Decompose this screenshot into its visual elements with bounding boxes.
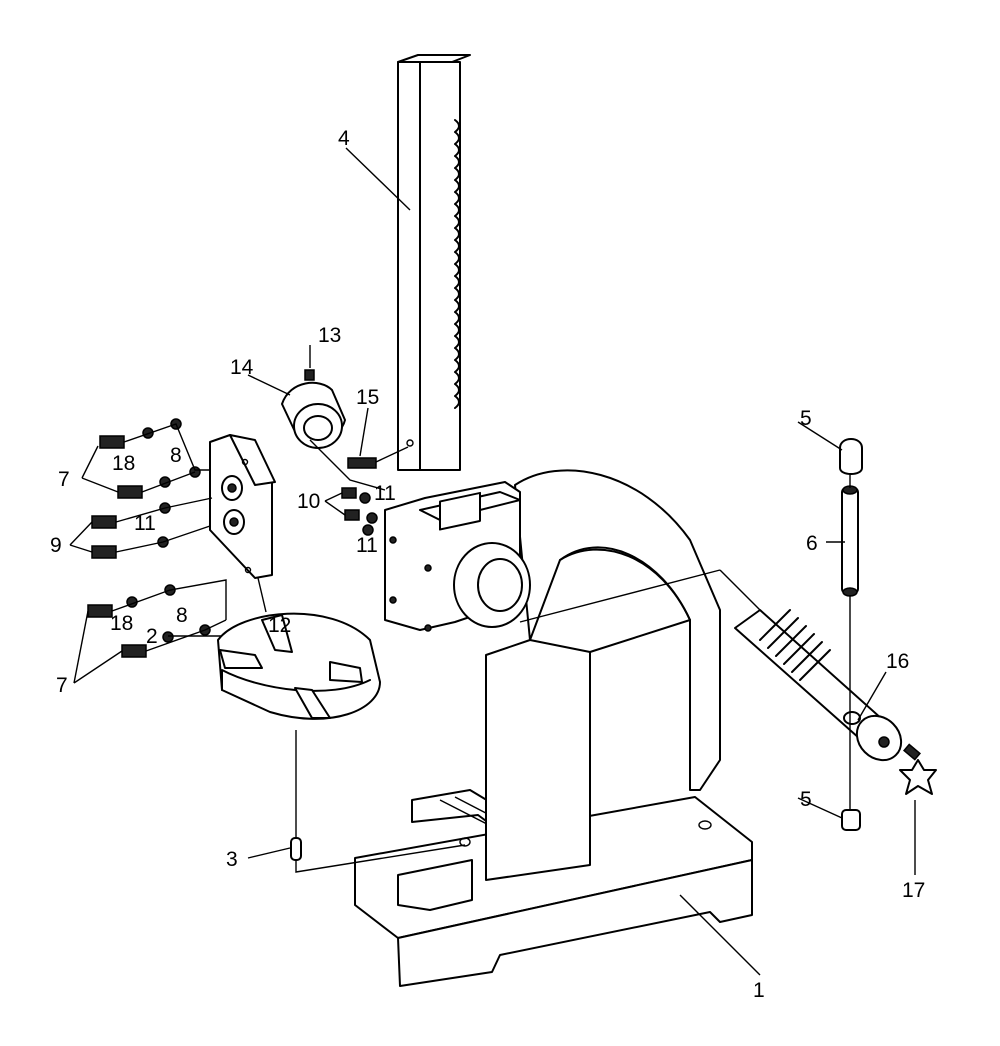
callout-9: 9	[50, 534, 62, 557]
callout-14: 14	[230, 356, 254, 379]
callout-3: 3	[226, 848, 238, 871]
head-block	[384, 481, 531, 632]
part-6-handle	[841, 470, 859, 810]
callout-5-top: 5	[800, 407, 812, 430]
callout-7-bottom: 7	[56, 674, 68, 697]
callout-2: 2	[146, 625, 158, 648]
callout-12: 12	[268, 614, 291, 637]
part-1-base	[354, 469, 753, 987]
callout-1: 1	[753, 979, 765, 1002]
callout-5-bottom: 5	[800, 788, 812, 811]
callout-18-bottom: 18	[110, 612, 133, 635]
part-5-knob-top	[839, 438, 863, 475]
fasteners-left	[87, 418, 227, 658]
part-4-rack	[397, 54, 471, 471]
callout-17: 17	[902, 879, 925, 902]
callout-11-right-bottom: 11	[356, 534, 378, 557]
part-12-plate	[209, 434, 276, 579]
callout-7-top: 7	[58, 468, 70, 491]
part-5-knob-bottom	[841, 809, 861, 831]
callout-8-top: 8	[170, 444, 182, 467]
callout-11-left: 11	[134, 512, 156, 535]
callout-11-right-top: 11	[374, 482, 396, 505]
part-2-rotating-plate	[217, 612, 466, 873]
part-14-collar	[281, 369, 346, 449]
callout-4: 4	[338, 127, 350, 150]
fasteners-10-11	[309, 439, 386, 536]
callout-6: 6	[806, 532, 818, 555]
callout-13: 13	[318, 324, 341, 347]
callout-8-bottom: 8	[176, 604, 188, 627]
callout-16: 16	[886, 650, 909, 673]
callout-15: 15	[356, 386, 379, 409]
callout-18-top: 18	[112, 452, 135, 475]
callout-10: 10	[297, 490, 320, 513]
callout-labels: 4 13 14 15 5 6 16 5 17 1 2 3 12 7 7 9 18…	[50, 127, 925, 1002]
part-16-pinion-shaft	[519, 569, 903, 762]
leader-lines	[69, 147, 916, 976]
part-17-star-knob	[899, 743, 937, 795]
part-15-screw	[347, 446, 409, 469]
